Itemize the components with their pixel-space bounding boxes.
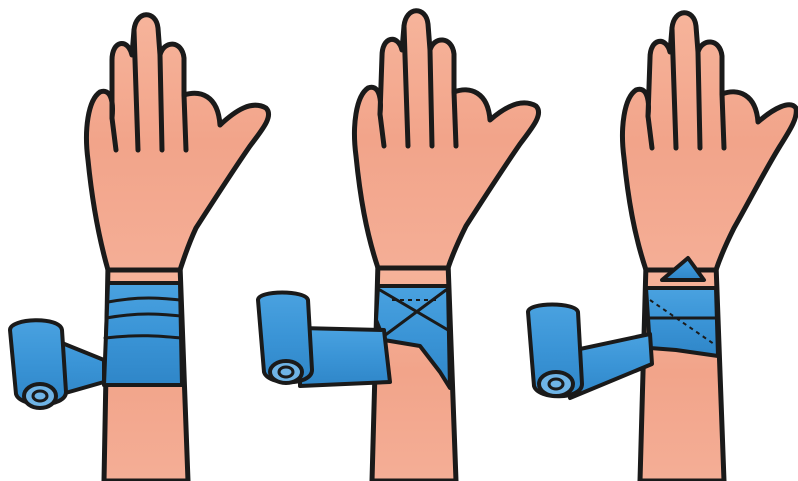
panel-2 [258,11,539,481]
panel-1 [10,15,269,481]
panel-3 [528,13,796,481]
hand-3 [623,13,797,270]
bandage-tail-2 [300,328,390,386]
bandage-wrap-3 [646,288,718,356]
